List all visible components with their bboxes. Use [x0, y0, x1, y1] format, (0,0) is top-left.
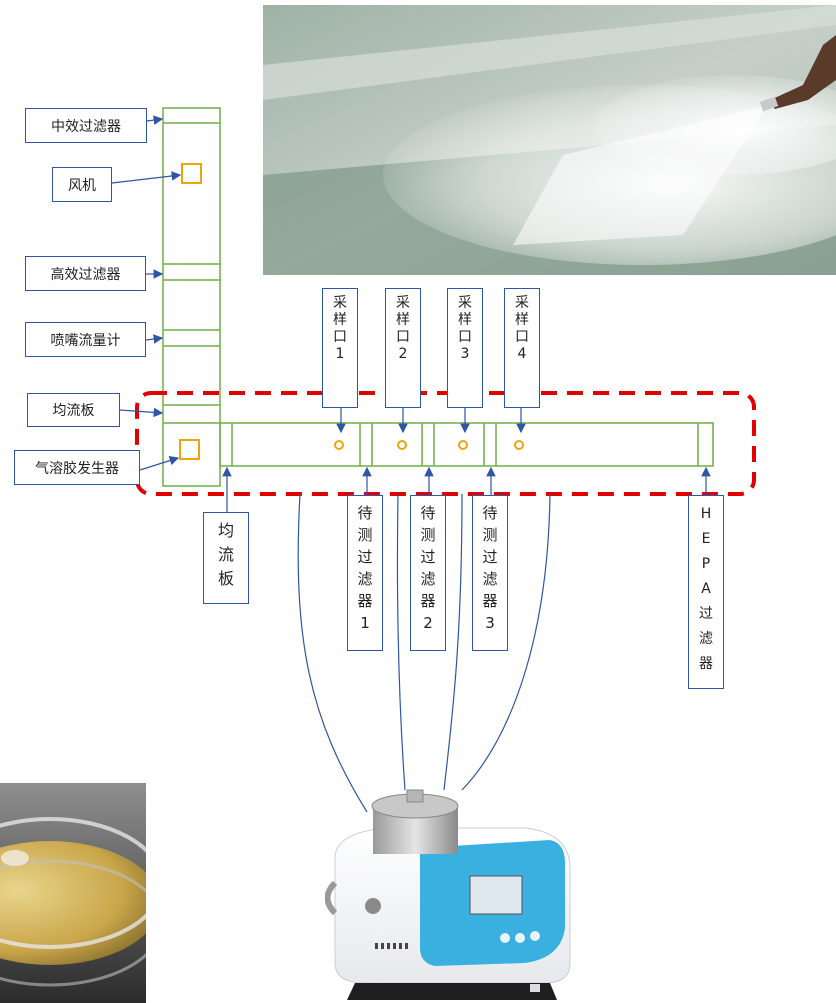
microbial-air-sampler-device [325, 788, 577, 1000]
petri-dish-photo [0, 783, 146, 1003]
sampling-port-marker-2 [397, 440, 407, 450]
sampling-port-marker-4 [514, 440, 524, 450]
label-nozzle-flowmeter: 喷嘴流量计 [25, 322, 146, 357]
fan-icon [181, 163, 202, 184]
sampling-port-marker-1 [334, 440, 344, 450]
arrow-flow-plate [119, 407, 164, 418]
label-hepa-filter: 高效过滤器 [25, 256, 146, 291]
arrow-aerosol-generator [139, 455, 180, 471]
highlight-frame [135, 391, 756, 496]
vertical-duct [162, 107, 221, 487]
label-fan: 风机 [52, 167, 112, 202]
aerosol-generator-icon [179, 439, 200, 460]
label-aerosol-generator: 气溶胶发生器 [14, 450, 140, 485]
sampling-tubes [297, 493, 551, 813]
label-medium-filter: 中效过滤器 [25, 108, 147, 143]
arrow-fan [111, 171, 182, 184]
arrow-nozzle-flowmeter [145, 334, 164, 344]
label-flow-plate-vertical: 均流板 [203, 512, 249, 604]
horizontal-duct [219, 422, 714, 467]
arrow-medium-filter [146, 115, 164, 125]
spray-nozzle-photo [263, 5, 836, 275]
sampling-port-marker-3 [458, 440, 468, 450]
label-flow-plate: 均流板 [27, 393, 120, 427]
